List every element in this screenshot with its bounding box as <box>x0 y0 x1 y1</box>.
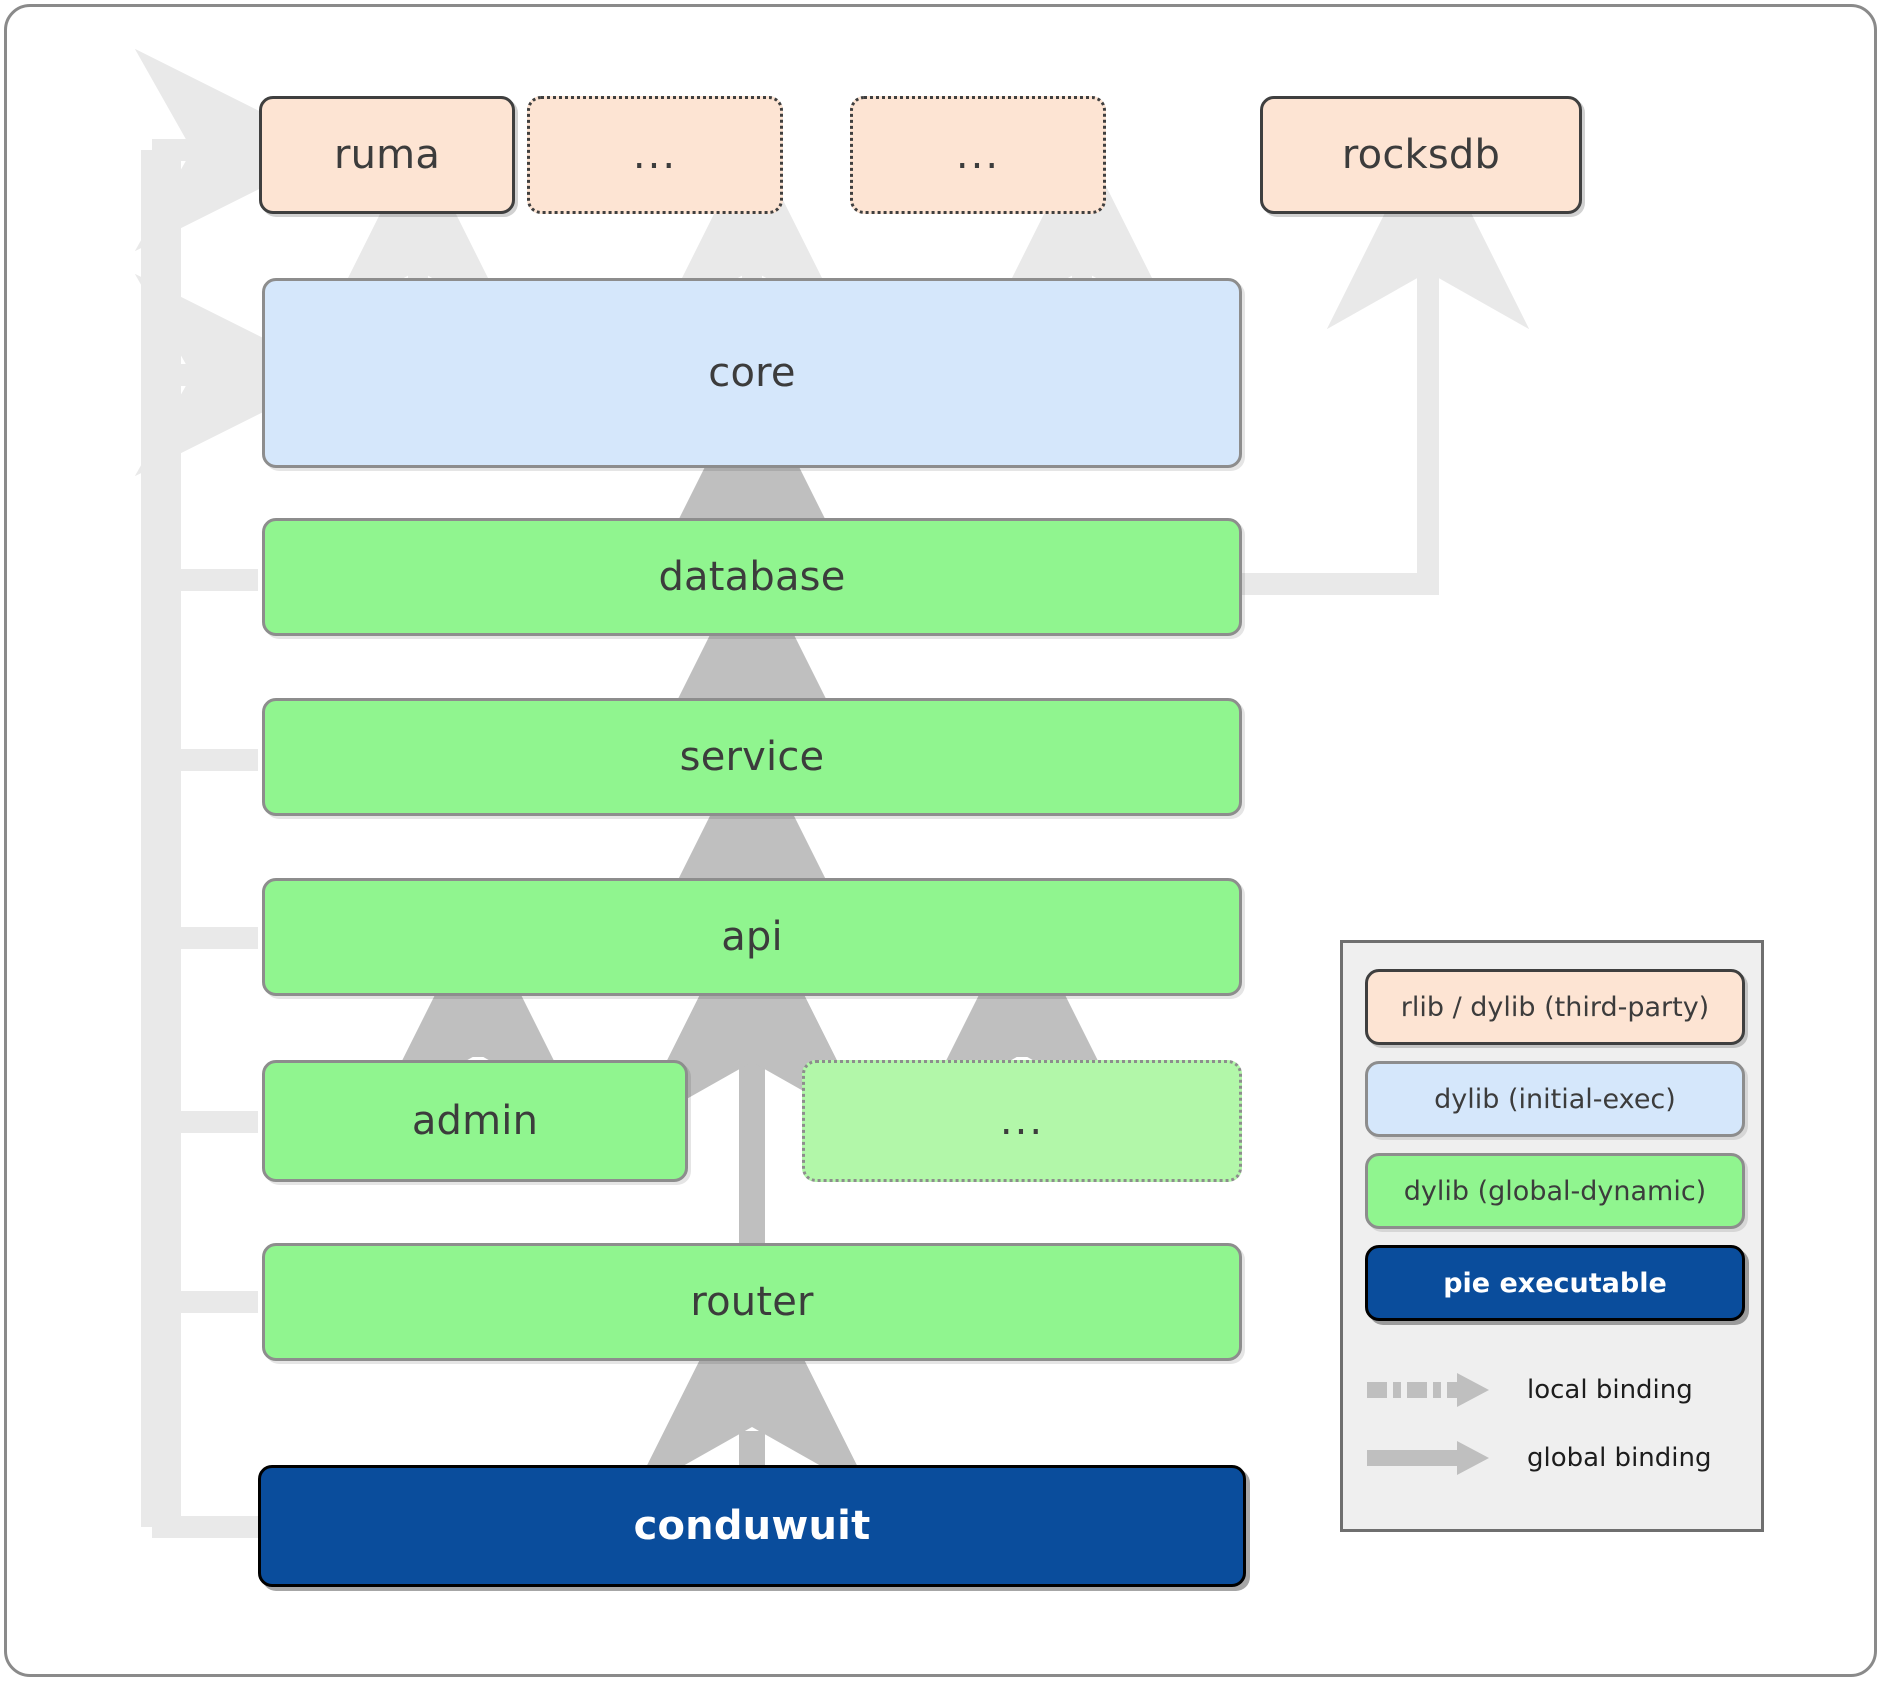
legend-row-local-binding: local binding <box>1365 1361 1745 1419</box>
legend-panel: rlib / dylib (third-party) dylib (initia… <box>1340 940 1764 1532</box>
legend-swatch-pie-executable-label: pie executable <box>1443 1267 1667 1299</box>
legend-swatch-initial-exec-label: dylib (initial-exec) <box>1434 1083 1676 1115</box>
node-ruma[interactable]: ruma <box>259 96 515 214</box>
node-ruma-label: ruma <box>333 132 441 178</box>
legend-swatch-global-dynamic-label: dylib (global-dynamic) <box>1403 1175 1707 1207</box>
node-api[interactable]: api <box>262 878 1242 996</box>
legend-local-binding-label: local binding <box>1527 1375 1693 1405</box>
node-admin-label: admin <box>411 1098 539 1144</box>
node-service-label: service <box>679 734 825 780</box>
legend-global-binding-label: global binding <box>1527 1443 1712 1473</box>
node-api-label: api <box>721 914 783 960</box>
legend-swatch-global-dynamic: dylib (global-dynamic) <box>1365 1153 1745 1229</box>
node-rocksdb-label: rocksdb <box>1341 132 1501 178</box>
node-database[interactable]: database <box>262 518 1242 636</box>
legend-swatch-pie-executable: pie executable <box>1365 1245 1745 1321</box>
node-thirdparty-placeholder-2[interactable]: ... <box>850 96 1106 214</box>
node-service[interactable]: service <box>262 698 1242 816</box>
node-router-label: router <box>690 1279 814 1325</box>
node-core[interactable]: core <box>262 278 1242 468</box>
local-binding-arrow-icon <box>1367 1373 1489 1407</box>
node-router[interactable]: router <box>262 1243 1242 1361</box>
legend-row-global-binding: global binding <box>1365 1429 1745 1487</box>
node-database-label: database <box>658 554 846 600</box>
legend-swatch-third-party: rlib / dylib (third-party) <box>1365 969 1745 1045</box>
node-rocksdb[interactable]: rocksdb <box>1260 96 1582 214</box>
legend-swatch-initial-exec: dylib (initial-exec) <box>1365 1061 1745 1137</box>
node-thirdparty-placeholder-2-label: ... <box>955 132 1001 178</box>
global-binding-arrow-icon <box>1367 1441 1489 1475</box>
node-admin[interactable]: admin <box>262 1060 688 1182</box>
node-thirdparty-placeholder-1[interactable]: ... <box>527 96 783 214</box>
node-plugin-placeholder[interactable]: ... <box>802 1060 1242 1182</box>
node-conduwuit[interactable]: conduwuit <box>258 1465 1246 1587</box>
node-thirdparty-placeholder-1-label: ... <box>632 132 678 178</box>
node-core-label: core <box>708 350 796 396</box>
node-plugin-placeholder-label: ... <box>999 1098 1045 1144</box>
node-conduwuit-label: conduwuit <box>633 1503 871 1549</box>
legend-swatch-third-party-label: rlib / dylib (third-party) <box>1400 991 1710 1023</box>
